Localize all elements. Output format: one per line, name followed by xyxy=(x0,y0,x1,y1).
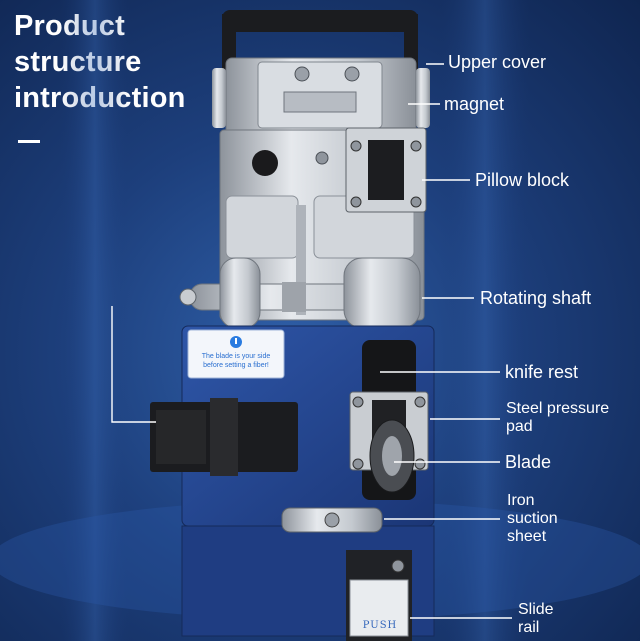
label-upper-cover: Upper cover xyxy=(448,52,547,72)
rotating-shaft xyxy=(179,257,421,329)
title-underline xyxy=(18,140,40,143)
label-knife-rest: knife rest xyxy=(505,362,579,382)
leader-lines xyxy=(111,63,512,619)
slide-rail xyxy=(346,550,412,641)
pillow-block xyxy=(345,127,427,213)
upper-cover xyxy=(212,57,430,137)
fiber-holder xyxy=(150,398,298,476)
push-label: PUSH xyxy=(362,620,398,631)
label-slide-rail: Slide rail xyxy=(518,601,554,636)
label-blade: Blade xyxy=(505,452,552,472)
label-steel-pressure-pad: Steel pressure pad xyxy=(506,400,610,435)
label-rotating-shaft: Rotating shaft xyxy=(480,288,592,308)
sticker-text: The blade is your side before setting a … xyxy=(201,353,271,369)
blade xyxy=(369,419,415,493)
leader-fiber-holder xyxy=(111,306,156,423)
label-pillow-block: Pillow block xyxy=(475,170,570,190)
label-iron-suction-sheet: Iron suction sheet xyxy=(507,492,558,545)
label-magnet: magnet xyxy=(444,94,505,114)
warning-sticker xyxy=(187,329,285,379)
iron-suction-sheet xyxy=(281,507,383,533)
